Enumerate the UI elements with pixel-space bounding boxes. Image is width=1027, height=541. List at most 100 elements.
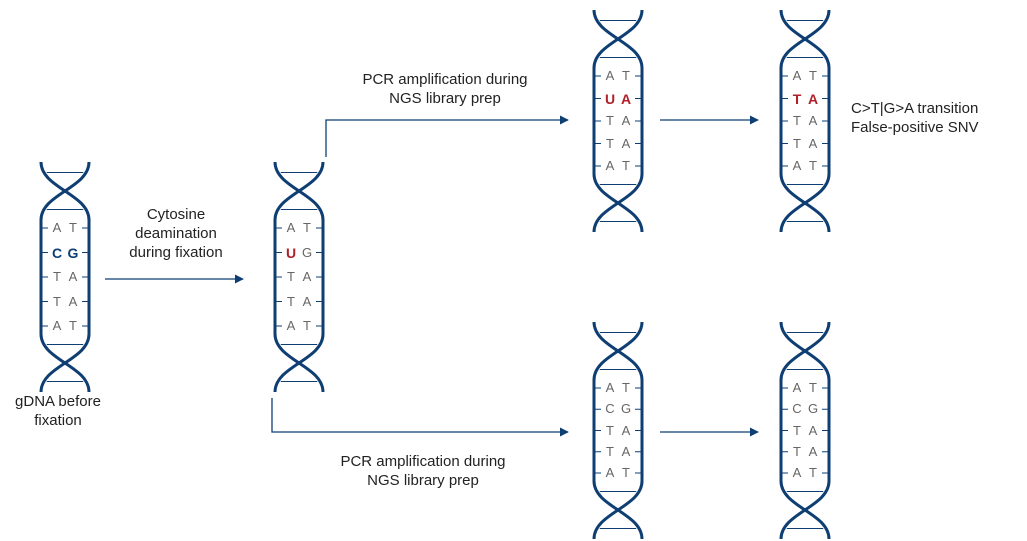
base-left: A: [605, 465, 615, 480]
base-right: T: [809, 158, 817, 173]
arrow-pcr-bottom: [271, 398, 569, 437]
base-left: A: [286, 220, 296, 235]
base-right: A: [808, 113, 818, 128]
base-left: A: [52, 220, 62, 235]
strand-bottom-b: [592, 480, 644, 539]
snv-helix: [779, 10, 831, 232]
base-left: A: [792, 465, 802, 480]
base-left: C: [51, 244, 63, 261]
base-right: A: [68, 293, 78, 309]
base-left: A: [605, 380, 615, 395]
base-right: A: [808, 135, 818, 151]
base-right: G: [301, 244, 313, 260]
base-right: A: [621, 422, 631, 438]
strand-top-b: [592, 322, 644, 381]
base-left: T: [287, 269, 295, 284]
result-label: C>T|G>A transition False-positive SNV: [851, 99, 979, 137]
result-label-line-2: False-positive SNV: [851, 119, 979, 136]
strand-bottom-b: [39, 333, 91, 392]
strand-bottom-b: [592, 173, 644, 232]
base-right: T: [303, 220, 311, 235]
base-right: T: [809, 380, 817, 395]
base-right: T: [622, 465, 630, 480]
base-left: T: [606, 443, 614, 459]
base-left: T: [53, 269, 61, 284]
base-right: A: [808, 443, 818, 459]
pcr-top-label: PCR amplification during NGS library pre…: [330, 70, 560, 108]
base-left: A: [605, 158, 615, 173]
strand-top-b: [39, 162, 91, 221]
base-right: G: [807, 401, 819, 417]
base-right: A: [808, 422, 818, 438]
base-left: T: [793, 135, 801, 151]
strand-bottom-b: [273, 333, 325, 392]
pcr-bottom-helix: [592, 322, 644, 539]
normal-helix: [779, 322, 831, 539]
base-left: T: [606, 422, 614, 438]
base-right: A: [68, 269, 78, 284]
base-right: T: [69, 318, 77, 333]
base-left: A: [792, 158, 802, 173]
gdna-label-line-2: fixation: [34, 412, 82, 429]
base-right: A: [621, 113, 631, 128]
base-left: A: [792, 68, 802, 83]
base-right: G: [67, 244, 79, 261]
deamination-label-line-3: during fixation: [129, 244, 223, 261]
base-left: T: [606, 135, 614, 151]
strand-bottom-b: [779, 173, 831, 232]
gdna-helix: [39, 162, 91, 392]
base-left: T: [53, 293, 61, 309]
base-right: T: [809, 68, 817, 83]
result-label-line-1: C>T|G>A transition: [851, 100, 979, 117]
base-left: C: [792, 401, 802, 417]
base-left: U: [604, 90, 616, 107]
gdna-label-line-1: gDNA before: [15, 393, 101, 410]
base-right: A: [620, 90, 632, 107]
base-right: T: [69, 220, 77, 235]
base-left: T: [792, 90, 802, 107]
base-right: G: [620, 401, 632, 417]
base-right: T: [303, 318, 311, 333]
base-right: A: [621, 443, 631, 459]
base-left: C: [605, 401, 615, 417]
base-right: A: [302, 269, 312, 284]
strand-top-b: [592, 10, 644, 69]
pcr-bottom-label: PCR amplification during NGS library pre…: [308, 452, 538, 490]
deaminated-helix: [273, 162, 325, 392]
strand-top-b: [779, 322, 831, 381]
base-right: T: [622, 68, 630, 83]
deamination-label: Cytosine deamination during fixation: [112, 205, 240, 262]
deamination-label-line-2: deamination: [135, 225, 217, 242]
base-left: A: [605, 68, 615, 83]
base-left: A: [52, 318, 62, 333]
strand-top-b: [273, 162, 325, 221]
pcr-bottom-label-line-2: NGS library prep: [367, 472, 479, 489]
base-right: T: [809, 465, 817, 480]
pcr-top-label-line-2: NGS library prep: [389, 90, 501, 107]
base-right: T: [622, 158, 630, 173]
